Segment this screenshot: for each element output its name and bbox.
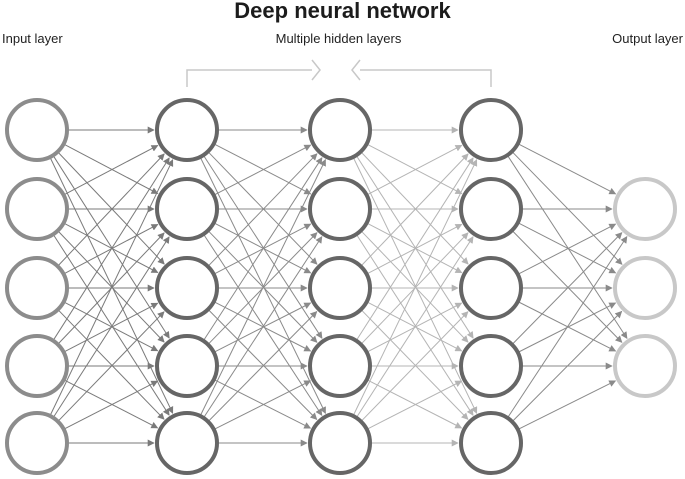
connection-hidden-3-1-to-output-2 (512, 151, 623, 265)
hidden-1-neuron-3 (155, 256, 219, 320)
connection-hidden-1-1-to-hidden-2-5 (200, 157, 326, 415)
connection-input-1-to-hidden-1-2 (64, 143, 159, 195)
hidden-3-neuron-5 (459, 411, 523, 475)
hidden-3-neuron-2 (459, 177, 523, 241)
connection-hidden-1-2-to-hidden-2-5 (203, 234, 323, 416)
output-neuron-2 (613, 256, 677, 320)
connection-hidden-3-5-to-output-2 (512, 310, 623, 422)
hidden-2-neuron-1 (308, 98, 372, 162)
connection-input-2-to-hidden-1-1 (64, 144, 159, 196)
connection-hidden-2-1-to-hidden-3-3 (361, 152, 469, 265)
diagram-title: Deep neural network (234, 0, 451, 23)
connections (49, 126, 628, 447)
bracket-break-right-icon (351, 59, 361, 81)
connection-hidden-2-5-to-hidden-3-4 (367, 380, 463, 430)
connection-input-4-to-hidden-1-5 (64, 379, 159, 429)
connection-hidden-2-5-to-hidden-3-3 (361, 311, 469, 422)
connection-hidden-1-4-to-hidden-2-1 (203, 157, 323, 341)
connection-hidden-1-4-to-hidden-2-5 (214, 379, 312, 429)
hidden-layers-label: Multiple hidden layers (275, 31, 402, 46)
connection-input-5-to-hidden-1-4 (64, 380, 159, 430)
connection-input-1-to-hidden-1-4 (53, 155, 170, 339)
hidden-2-neuron-3 (308, 256, 372, 320)
connection-hidden-2-3-to-hidden-3-1 (361, 153, 469, 266)
hidden-2-neuron-4 (308, 334, 372, 398)
connection-hidden-2-3-to-hidden-3-5 (361, 309, 469, 420)
connection-hidden-1-5-to-hidden-2-2 (203, 236, 323, 418)
hidden-layers-bracket (186, 59, 492, 87)
connection-input-1-to-hidden-1-5 (49, 157, 174, 414)
bracket-left-segment (186, 69, 312, 87)
connection-hidden-2-5-to-hidden-3-1 (353, 159, 478, 416)
bracket-break-left-icon (311, 59, 321, 81)
input-layer-label: Input layer (2, 31, 63, 46)
connection-hidden-1-5-to-hidden-2-4 (214, 380, 312, 430)
connection-hidden-2-4-to-hidden-3-5 (367, 379, 463, 429)
connection-input-2-to-hidden-1-3 (64, 222, 159, 274)
output-neuron-1 (613, 177, 677, 241)
hidden-2-neuron-2 (308, 177, 372, 241)
connection-input-2-to-hidden-1-5 (53, 234, 170, 416)
connection-hidden-1-3-to-hidden-2-1 (208, 153, 318, 267)
connection-input-5-to-hidden-1-3 (58, 311, 165, 422)
hidden-3-neuron-4 (459, 334, 523, 398)
connection-hidden-3-3-to-output-1 (518, 223, 617, 275)
connection-input-1-to-hidden-1-3 (57, 152, 165, 265)
hidden-3-neuron-1 (459, 98, 523, 162)
connection-hidden-1-2-to-hidden-2-3 (214, 222, 312, 274)
connection-hidden-2-1-to-hidden-3-5 (353, 157, 478, 414)
connection-hidden-1-5-to-hidden-2-1 (200, 158, 326, 416)
connection-hidden-2-1-to-hidden-3-2 (367, 143, 463, 195)
neurons (5, 98, 677, 475)
output-neuron-3 (613, 334, 677, 398)
input-neuron-1 (5, 98, 69, 162)
input-neuron-5 (5, 411, 69, 475)
connection-hidden-3-2-to-output-2 (518, 222, 617, 274)
connection-input-3-to-hidden-1-1 (57, 153, 165, 266)
hidden-1-neuron-4 (155, 334, 219, 398)
connection-hidden-3-5-to-output-1 (507, 236, 628, 418)
bracket-right-segment (360, 69, 492, 87)
connection-hidden-1-2-to-hidden-2-1 (214, 144, 312, 196)
connection-input-4-to-hidden-1-1 (53, 157, 170, 341)
output-layer-label: Output layer (612, 31, 683, 46)
connection-hidden-1-3-to-hidden-2-5 (208, 309, 318, 420)
input-neuron-4 (5, 334, 69, 398)
hidden-2-neuron-5 (308, 411, 372, 475)
connection-input-5-to-hidden-1-2 (53, 236, 170, 418)
connection-hidden-3-4-to-output-1 (512, 232, 623, 345)
connection-hidden-2-2-to-hidden-3-3 (367, 222, 463, 274)
input-neuron-2 (5, 177, 69, 241)
hidden-3-neuron-3 (459, 256, 523, 320)
connection-hidden-2-4-to-hidden-3-1 (356, 157, 474, 341)
connection-hidden-1-1-to-hidden-2-4 (203, 155, 323, 339)
connection-hidden-3-5-to-output-3 (518, 380, 617, 430)
connection-input-3-to-hidden-1-5 (58, 309, 165, 420)
connection-hidden-1-5-to-hidden-2-3 (208, 311, 318, 422)
connection-hidden-2-2-to-hidden-3-1 (367, 144, 463, 196)
connection-hidden-3-1-to-output-3 (507, 155, 628, 339)
input-neuron-3 (5, 256, 69, 320)
connection-input-2-to-hidden-1-4 (58, 231, 165, 343)
connection-hidden-1-1-to-hidden-2-2 (214, 143, 312, 195)
connection-hidden-3-2-to-output-3 (512, 230, 623, 343)
connection-input-5-to-hidden-1-1 (49, 159, 174, 416)
hidden-1-neuron-5 (155, 411, 219, 475)
connection-hidden-1-1-to-hidden-2-3 (208, 151, 318, 265)
hidden-1-neuron-1 (155, 98, 219, 162)
connection-hidden-2-5-to-hidden-3-2 (356, 236, 474, 418)
hidden-1-neuron-2 (155, 177, 219, 241)
connection-hidden-2-2-to-hidden-3-5 (356, 234, 474, 416)
connection-hidden-2-2-to-hidden-3-4 (361, 230, 469, 343)
connection-hidden-3-1-to-output-1 (518, 143, 617, 195)
connection-hidden-2-1-to-hidden-3-4 (356, 155, 474, 339)
